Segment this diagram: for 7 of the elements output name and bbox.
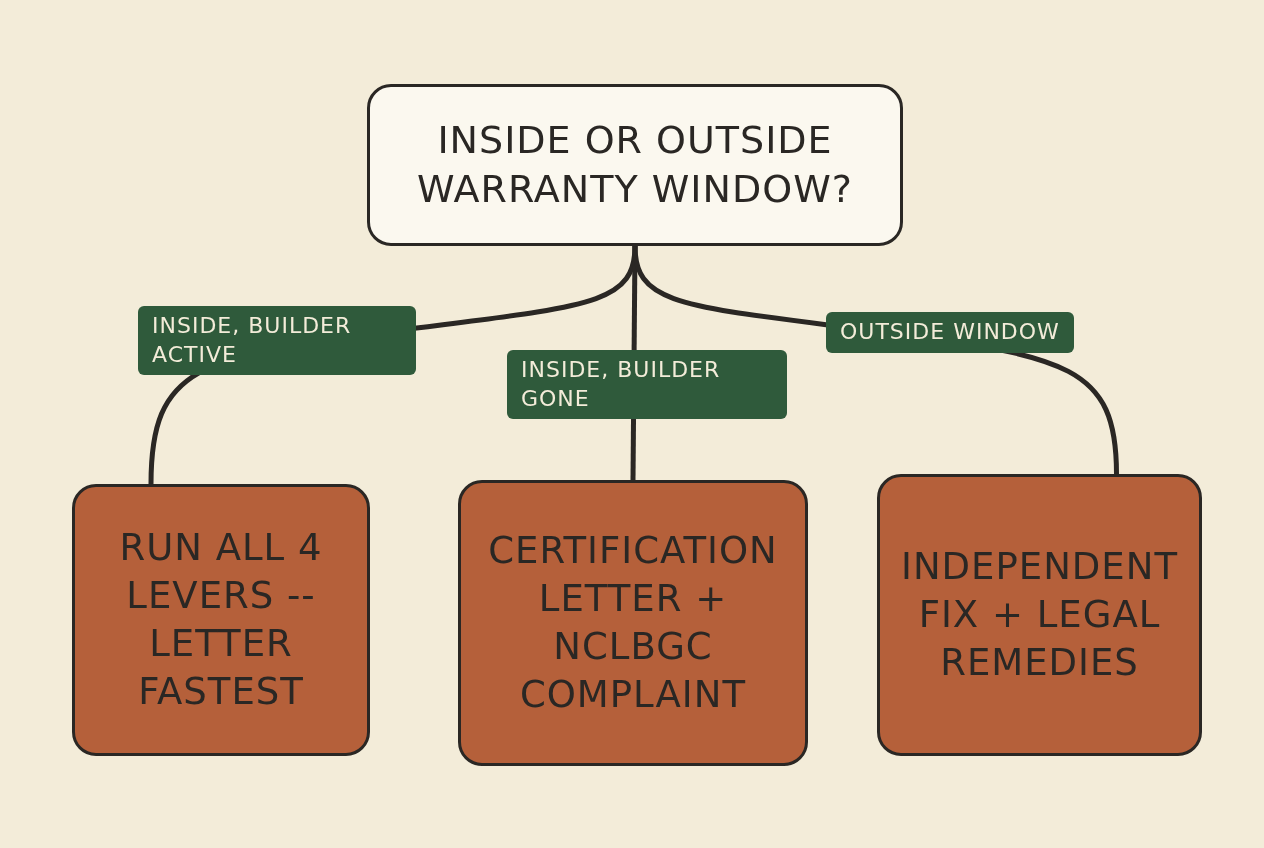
edge-label: INSIDE, BUILDER GONE: [507, 350, 787, 420]
decision-box: INSIDE OR OUTSIDE WARRANTY WINDOW?: [367, 84, 903, 246]
edge-label: OUTSIDE WINDOW: [826, 312, 1074, 353]
outcome-box: CERTIFICATION LETTER + NCLBGC COMPLAINT: [458, 480, 808, 766]
outcome-box: RUN ALL 4 LEVERS -- LETTER FASTEST: [72, 484, 370, 756]
edge-label: INSIDE, BUILDER ACTIVE: [138, 306, 416, 376]
outcome-box: INDEPENDENT FIX + LEGAL REMEDIES: [877, 474, 1202, 756]
